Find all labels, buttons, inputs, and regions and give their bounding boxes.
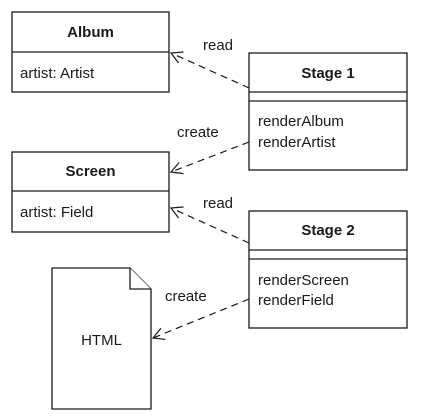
album-class-name: Album [67,24,114,41]
stage1-operation-render-artist: renderArtist [258,134,336,151]
html-document-label: HTML [81,332,122,349]
screen-attribute: artist: Field [20,204,93,221]
stage2-operation-render-screen: renderScreen [258,272,349,289]
stage1-operation-render-album: renderAlbum [258,113,344,130]
dependency-label-read: read [203,195,233,212]
stage1-class-name: Stage 1 [301,65,354,82]
dependency-stage2-html: create [151,288,250,341]
album-attribute: artist: Artist [20,65,95,82]
dependency-stage2-screen: read [169,195,250,244]
stage2-operation-render-field: renderField [258,292,334,309]
stage2-class: Stage 2 renderScreen renderField [248,210,408,329]
dependency-label-create: create [177,124,219,141]
screen-class-name: Screen [65,163,115,180]
stage2-class-name: Stage 2 [301,222,354,239]
album-class: Album artist: Artist [11,11,170,93]
dependency-stage1-screen: create [169,124,250,175]
dependency-stage1-album: read [169,37,250,89]
dependency-label-read: read [203,37,233,54]
stage1-class: Stage 1 renderAlbum renderArtist [248,52,408,171]
dependency-label-create: create [165,288,207,305]
html-document: HTML [51,267,152,410]
screen-class: Screen artist: Field [11,151,170,233]
